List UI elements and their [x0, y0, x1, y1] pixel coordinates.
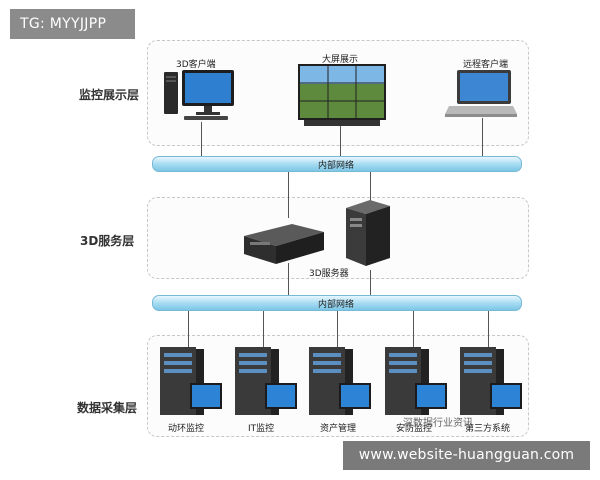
link-client3d — [201, 122, 202, 156]
link-server-b-top — [370, 170, 371, 202]
rack-third-party-icon — [460, 347, 522, 415]
client-desktop-icon — [164, 70, 234, 120]
watermark-text: 深数据行业资讯 — [403, 418, 473, 429]
remote-caption: 远程客户端 — [463, 60, 509, 70]
collector-label-2: IT监控 — [248, 424, 275, 434]
tg-badge: TG: MYYJJPP — [10, 9, 135, 39]
internal-network-label-bottom: 内部网络 — [318, 300, 355, 310]
link-collector-4 — [413, 309, 414, 349]
link-collector-3 — [337, 309, 338, 349]
collector-label-3: 资产管理 — [320, 424, 357, 434]
link-remote — [482, 118, 483, 156]
link-server-a-bottom — [288, 263, 289, 295]
link-collector-5 — [488, 309, 489, 349]
url-badge: www.website-huangguan.com — [343, 441, 590, 470]
video-wall-icon — [298, 64, 386, 126]
service-layer-label: 3D服务层 — [80, 234, 135, 248]
collect-layer-label: 数据采集层 — [77, 401, 138, 415]
server-tower-icon — [346, 200, 390, 266]
rack-it-icon — [235, 347, 297, 415]
link-collector-1 — [188, 309, 189, 349]
server3d-caption: 3D服务器 — [309, 269, 349, 279]
rack-asset-icon — [309, 347, 371, 415]
display-layer-label: 监控展示层 — [79, 88, 140, 102]
rack-security-icon — [385, 347, 447, 415]
link-bigscreen — [340, 126, 341, 156]
internal-network-bus-bottom — [152, 295, 522, 311]
internal-network-bus-top — [152, 156, 522, 172]
link-server-b-bottom — [370, 270, 371, 295]
bigscreen-caption: 大屏展示 — [322, 55, 359, 65]
collector-label-1: 动环监控 — [168, 424, 205, 434]
collector-label-4: 安防监控 — [396, 424, 433, 434]
link-collector-2 — [263, 309, 264, 349]
server-box-icon — [244, 224, 324, 264]
client3d-caption: 3D客户端 — [176, 60, 216, 70]
link-server-a-top — [288, 170, 289, 218]
rack-dynamic-env-icon — [160, 347, 222, 415]
service-zone — [147, 197, 529, 279]
internal-network-label-top: 内部网络 — [318, 161, 355, 171]
collector-label-5: 第三方系统 — [465, 424, 511, 434]
laptop-icon — [445, 70, 517, 117]
